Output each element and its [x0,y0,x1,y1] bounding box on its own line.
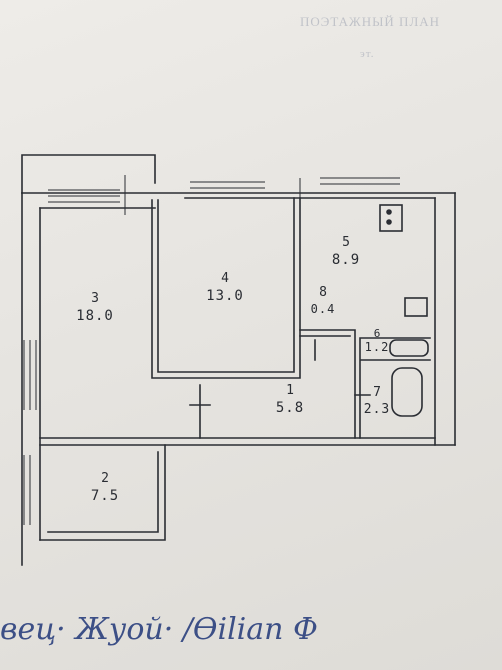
sink-icon [404,297,428,317]
window-room-3 [48,189,120,203]
window-left-2 [23,455,31,525]
balcony-outline [21,154,156,194]
room-4-walls-inner [157,197,295,373]
room-8-label: 8 0.4 [308,286,338,315]
room-2-area: 7.5 [90,488,120,504]
window-left-1 [23,340,37,410]
faint-header-text: ПОЭТАЖНЫЙ ПЛАН [300,14,441,29]
room-2-number: 2 [101,471,109,486]
room-5-label: 5 8.9 [326,236,366,267]
room-2-label: 2 7.5 [85,472,125,503]
room-6-area: 1.2 [364,340,390,354]
room-1-number: 1 [286,383,294,398]
room-1-label: 1 5.8 [270,384,310,415]
door-marks [189,339,371,439]
room-5-number: 5 [342,235,350,250]
room-7-number: 7 [373,385,381,400]
room-2-walls-inner [47,451,159,533]
window-room-4 [190,181,265,189]
room-3-label: 3 18.0 [75,292,115,323]
window-kitchen [320,177,400,185]
kitchen-bottom-wall [299,329,356,439]
handwritten-signature: вец· Жуой· /Ѳilian Ф [0,612,318,647]
room-4-walls [151,197,301,379]
wc-icon [389,339,429,357]
inner-wall-top [39,197,436,209]
room-1-area: 5.8 [275,400,305,416]
bathtub-icon [391,367,423,417]
room-2-walls [39,444,166,541]
room-3-number: 3 [91,291,99,306]
bathroom-walls [359,337,431,439]
room-7-label: 7 2.3 [362,386,392,416]
wall-ticks [124,175,301,215]
room-4-number: 4 [221,271,229,286]
room-5-area: 8.9 [331,252,361,268]
room-6-number: 6 [373,327,381,340]
room-8-number: 8 [319,285,327,300]
room-7-area: 2.3 [363,402,391,417]
stove-icon [379,204,403,232]
faint-header-subtext: эт. [360,48,375,60]
room-3-area: 18.0 [76,308,114,324]
room-4-area: 13.0 [206,288,244,304]
room-4-label: 4 13.0 [205,272,245,303]
room-8-area: 0.4 [310,302,336,316]
room-6-label: 6 1.2 [362,328,392,353]
